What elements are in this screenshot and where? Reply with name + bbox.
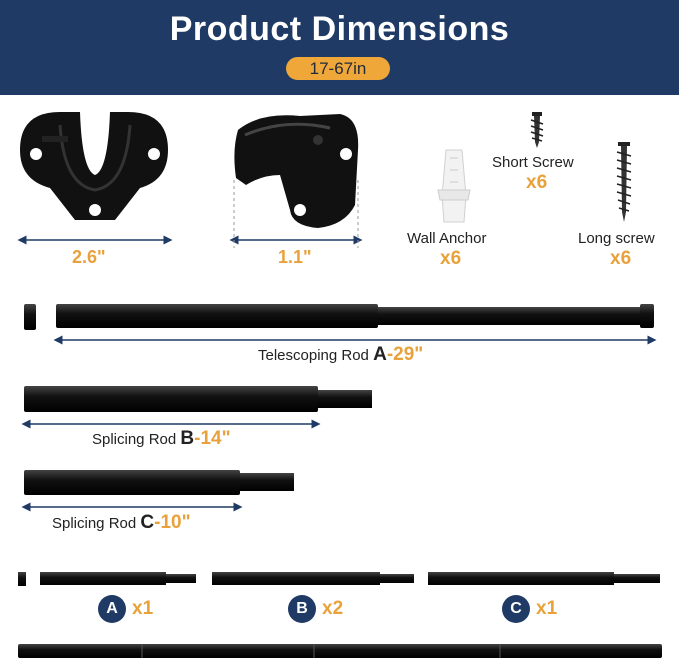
rod-b-length: -14" <box>194 428 231 449</box>
rod-a-letter: A <box>373 344 387 365</box>
rod-b-label: Splicing Rod B-14" <box>92 428 231 450</box>
rod-c-letter: C <box>140 512 155 533</box>
qty-c: x1 <box>536 598 558 619</box>
wall-anchor-qty: x6 <box>440 248 462 269</box>
qty-a: x1 <box>132 598 154 619</box>
rod-b-letter: B <box>180 428 195 449</box>
rod-c-length: -10" <box>154 512 191 533</box>
long-screw-label: Long screw <box>578 230 655 247</box>
splicing-rod-b <box>24 386 372 412</box>
short-screw-label: Short Screw <box>492 154 574 171</box>
bracket-front-icon <box>20 112 168 220</box>
wall-anchor-label: Wall Anchor <box>407 230 487 247</box>
rod-a-name: Telescoping Rod <box>258 347 374 364</box>
assembly-parts-row <box>18 572 660 586</box>
badge-c: C <box>502 595 530 623</box>
badge-a: A <box>98 595 126 623</box>
bracket-front-width: 2.6" <box>72 247 106 267</box>
qty-b: x2 <box>322 598 344 619</box>
wall-anchor-icon <box>437 149 471 223</box>
rod-a-label: Telescoping Rod A-29" <box>258 344 423 366</box>
long-screw-qty: x6 <box>610 248 632 269</box>
short-screw-icon <box>530 112 544 148</box>
rod-c-name: Splicing Rod <box>52 515 141 532</box>
long-screw-icon <box>616 142 632 222</box>
badge-b: B <box>288 595 316 623</box>
page-title: Product Dimensions <box>169 10 510 48</box>
splicing-rod-c <box>24 470 294 495</box>
rod-c-label: Splicing Rod C-10" <box>52 512 191 534</box>
bracket-side-icon <box>234 114 359 228</box>
rod-b-name: Splicing Rod <box>92 431 181 448</box>
short-screw-qty: x6 <box>526 172 548 193</box>
assembled-rod <box>18 644 662 658</box>
length-range-badge: 17-67in <box>286 57 390 80</box>
rod-a-length: -29" <box>386 344 424 365</box>
bracket-side-width: 1.1" <box>278 247 312 267</box>
telescoping-rod-a <box>24 304 654 330</box>
